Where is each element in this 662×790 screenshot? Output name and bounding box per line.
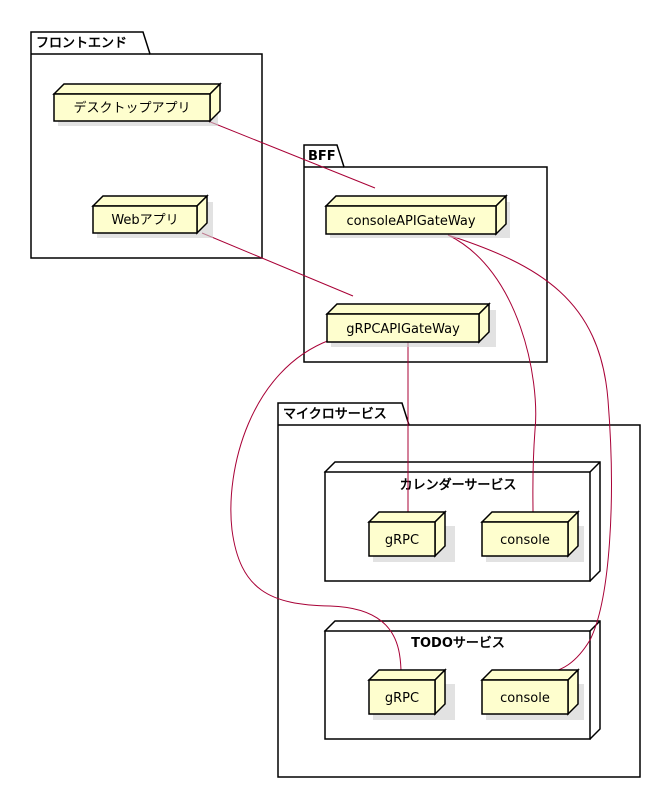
node-todo-console: console: [480, 668, 584, 720]
node-web-app: Webアプリ: [91, 194, 213, 238]
web-app-label: Webアプリ: [111, 213, 178, 228]
calendar-service-title: カレンダーサービス: [400, 477, 517, 493]
package-frontend-title: フロントエンド: [36, 36, 127, 51]
node-calendar-grpc: gRPC: [367, 510, 455, 562]
edges: [201, 120, 612, 673]
console-api-gateway-label: consoleAPIGateWay: [346, 214, 475, 229]
edge-web-to-grpc-gateway: [201, 232, 354, 297]
node-desktop-app: デスクトップアプリ: [52, 82, 222, 126]
grpc-api-gateway-label: gRPCAPIGateWay: [346, 322, 460, 337]
package-microservices-title: マイクロサービス: [283, 406, 387, 422]
node-console-api-gateway: consoleAPIGateWay: [324, 194, 510, 238]
edge-desktop-to-console-gateway: [207, 120, 376, 189]
edge-console-gateway-to-todo-console: [447, 234, 612, 673]
node-calendar-console: console: [480, 510, 584, 562]
todo-service-title: TODOサービス: [411, 635, 505, 651]
calendar-grpc-label: gRPC: [385, 533, 419, 548]
edge-grpc-gateway-to-todo-grpc: [230, 339, 402, 671]
edge-console-gateway-to-calendar-console: [447, 234, 537, 513]
node-calendar-service: カレンダーサービス: [323, 461, 601, 582]
calendar-console-label: console: [500, 533, 550, 548]
package-bff-title: BFF: [308, 149, 336, 164]
node-grpc-api-gateway: gRPCAPIGateWay: [325, 302, 496, 347]
todo-grpc-label: gRPC: [385, 691, 419, 706]
todo-console-label: console: [500, 691, 550, 706]
node-todo-grpc: gRPC: [367, 668, 455, 720]
desktop-app-label: デスクトップアプリ: [73, 100, 190, 116]
